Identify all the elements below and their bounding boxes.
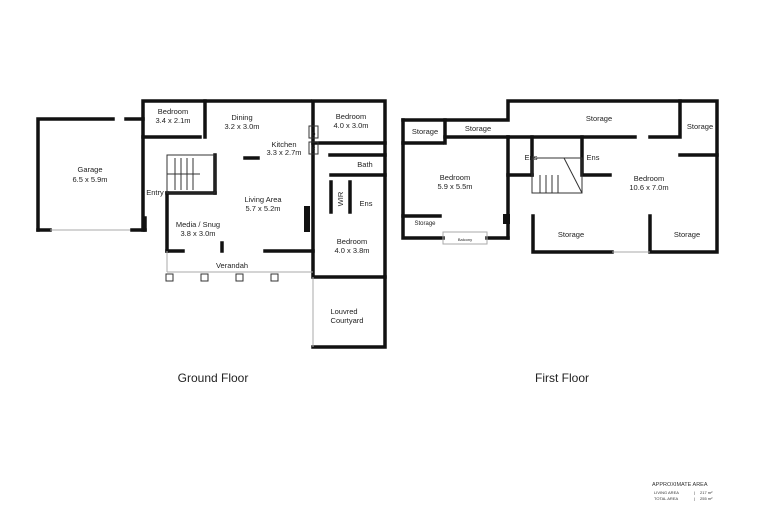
first-floor-title: First Floor <box>535 371 589 385</box>
room-name: WIR <box>336 191 345 206</box>
ground-floor-title: Ground Floor <box>178 371 249 385</box>
room-name: Kitchen <box>271 140 296 149</box>
room-size: 10.6 x 7.0m <box>629 183 668 192</box>
svg-text:|: | <box>694 490 695 495</box>
room-name: Storage <box>674 230 700 239</box>
total-area-label: TOTAL AREA <box>654 496 678 501</box>
room-size: 3.2 x 3.0m <box>224 122 259 131</box>
total-area-value: 255 m² <box>700 496 713 501</box>
area-summary: APPROXIMATE AREA LIVING AREA 217 m² TOTA… <box>652 482 713 501</box>
room-name: Bedroom <box>337 237 367 246</box>
room-name: Garage <box>77 165 102 174</box>
fridge-label: F <box>312 148 316 154</box>
room-name: Bedroom <box>336 112 366 121</box>
room-name: Bedroom <box>634 174 664 183</box>
room-name: Storage <box>558 230 584 239</box>
room-name: Storage <box>687 122 713 131</box>
room-size: 6.5 x 5.9m <box>72 175 107 184</box>
verandah-posts <box>165 273 279 282</box>
room-name: Verandah <box>216 261 248 270</box>
room-name: Dining <box>231 113 252 122</box>
room-size: 3.4 x 2.1m <box>155 116 190 125</box>
room-name: Storage <box>414 221 436 227</box>
room-name: Storage <box>586 114 612 123</box>
room-size: 4.0 x 3.8m <box>334 246 369 255</box>
room-name: Media / Snug <box>176 220 220 229</box>
room-name: Bath <box>357 160 372 169</box>
living-area-value: 217 m² <box>700 490 713 495</box>
svg-text:|: | <box>694 496 695 501</box>
living-area-label: LIVING AREA <box>654 490 679 495</box>
room-name: Living Area <box>244 195 282 204</box>
room-size: 5.9 x 5.5m <box>437 182 472 191</box>
room-name: Balcony <box>458 237 472 242</box>
pantry-label: P <box>311 133 315 139</box>
first-floor-labels: Storage Storage Storage Storage Bedroom … <box>412 114 713 242</box>
room-size: 4.0 x 3.0m <box>333 121 368 130</box>
room-name: Bedroom <box>158 107 188 116</box>
room-name: Storage <box>412 127 438 136</box>
room-name: Storage <box>465 124 491 133</box>
room-size: Courtyard <box>331 316 364 325</box>
room-size: 5.7 x 5.2m <box>245 204 280 213</box>
staircase-ground <box>166 154 216 194</box>
room-name: Louvred <box>330 307 357 316</box>
room-name: Ens <box>525 153 538 162</box>
room-name: Ens <box>587 153 600 162</box>
balcony <box>442 231 488 245</box>
ground-floor-labels: Garage 6.5 x 5.9m Bedroom 3.4 x 2.1m Din… <box>72 107 372 325</box>
room-size: 3.3 x 2.7m <box>266 148 301 157</box>
room-name: Ens <box>360 199 373 208</box>
room-name: Bedroom <box>440 173 470 182</box>
first-floor-walls <box>401 99 719 254</box>
room-size: 3.8 x 3.0m <box>180 229 215 238</box>
staircase-first <box>531 157 583 194</box>
room-name: Entry <box>146 188 164 197</box>
area-heading: APPROXIMATE AREA <box>652 482 708 488</box>
